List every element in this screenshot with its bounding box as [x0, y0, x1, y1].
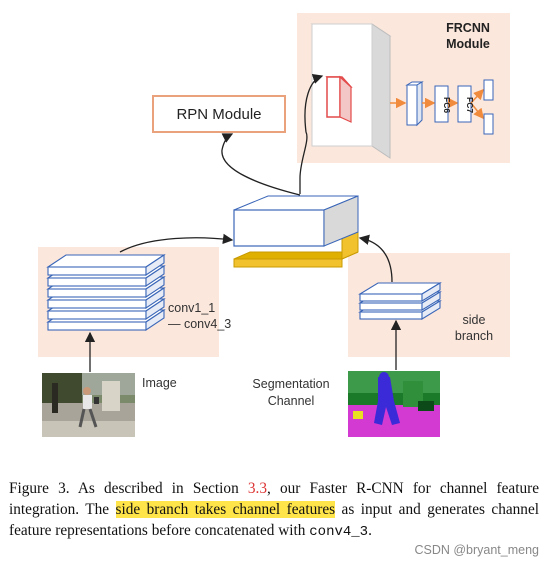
- side-branch-stack: [358, 282, 442, 320]
- fc7-label: FC7: [465, 97, 475, 113]
- side-branch-label: side branch: [444, 312, 504, 344]
- segmentation-channel-image: [348, 371, 440, 437]
- caption-highlight: side branch takes channel features: [115, 501, 336, 518]
- conv-layer-stack: [46, 253, 166, 332]
- fc6-label: FC6: [442, 97, 452, 113]
- side-branch-line1: side: [462, 313, 486, 327]
- conv-label-line2: — conv4_3: [168, 317, 232, 331]
- side-branch-line2: branch: [454, 329, 494, 343]
- caption-middle: , our Faster R-CNN for channel feature i…: [9, 480, 539, 518]
- segmentation-channel-label: Segmentation Channel: [236, 376, 346, 410]
- conv-layers-label: conv1_1 — conv4_3: [168, 300, 231, 332]
- caption-suffix: as input and generates channel feature r…: [9, 501, 539, 539]
- image-label: Image: [142, 376, 177, 390]
- segmentation-label-line2: Channel: [267, 394, 315, 408]
- figure-caption: Figure 3. As described in Section 3.3, o…: [9, 478, 539, 543]
- rpn-module-box: RPN Module: [152, 95, 286, 133]
- frcnn-module-line2: Module: [446, 37, 490, 51]
- frcnn-module-label: FRCNN Module: [428, 20, 508, 52]
- caption-end: .: [368, 522, 372, 539]
- fc-head: FC6 FC7: [405, 79, 494, 135]
- concat-feature-block: [233, 195, 359, 268]
- csdn-watermark: CSDN @bryant_meng: [414, 543, 539, 557]
- rpn-module-label: RPN Module: [176, 105, 262, 123]
- caption-code: conv4_3: [309, 524, 369, 540]
- connection-arrows: [84, 73, 407, 372]
- frcnn-module-line1: FRCNN: [446, 21, 490, 35]
- roi-feature-slab: [310, 23, 392, 159]
- conv-label-line1: conv1_1: [168, 301, 216, 315]
- segmentation-label-line1: Segmentation: [252, 377, 330, 391]
- caption-prefix: Figure 3. As described in Section: [9, 480, 248, 497]
- section-reference-link[interactable]: 3.3: [247, 480, 268, 497]
- input-image-photo: [42, 373, 135, 437]
